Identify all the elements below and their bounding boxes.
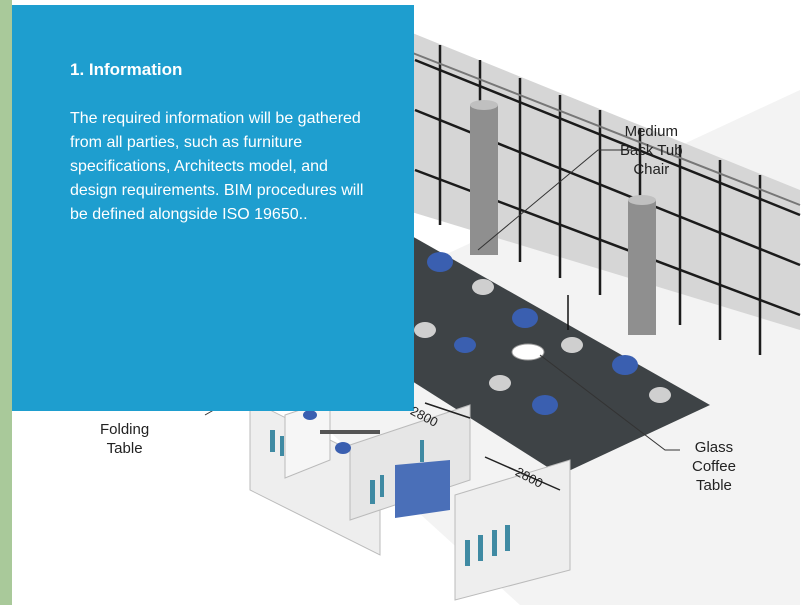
label-folding-table: Folding Table [100,421,150,457]
left-accent-strip [0,0,12,605]
info-body: The required information will be gathere… [70,110,364,223]
information-card: 1. Information The required information … [12,5,414,411]
label-medium-back-tub-chair: Medium Back Tub Chair [620,123,683,178]
info-title: 1. Information [70,60,183,79]
office-layout-illustration [204,30,801,605]
storage-cabinet [395,460,450,518]
label-glass-coffee-table: Glass Coffee Table [692,439,736,494]
